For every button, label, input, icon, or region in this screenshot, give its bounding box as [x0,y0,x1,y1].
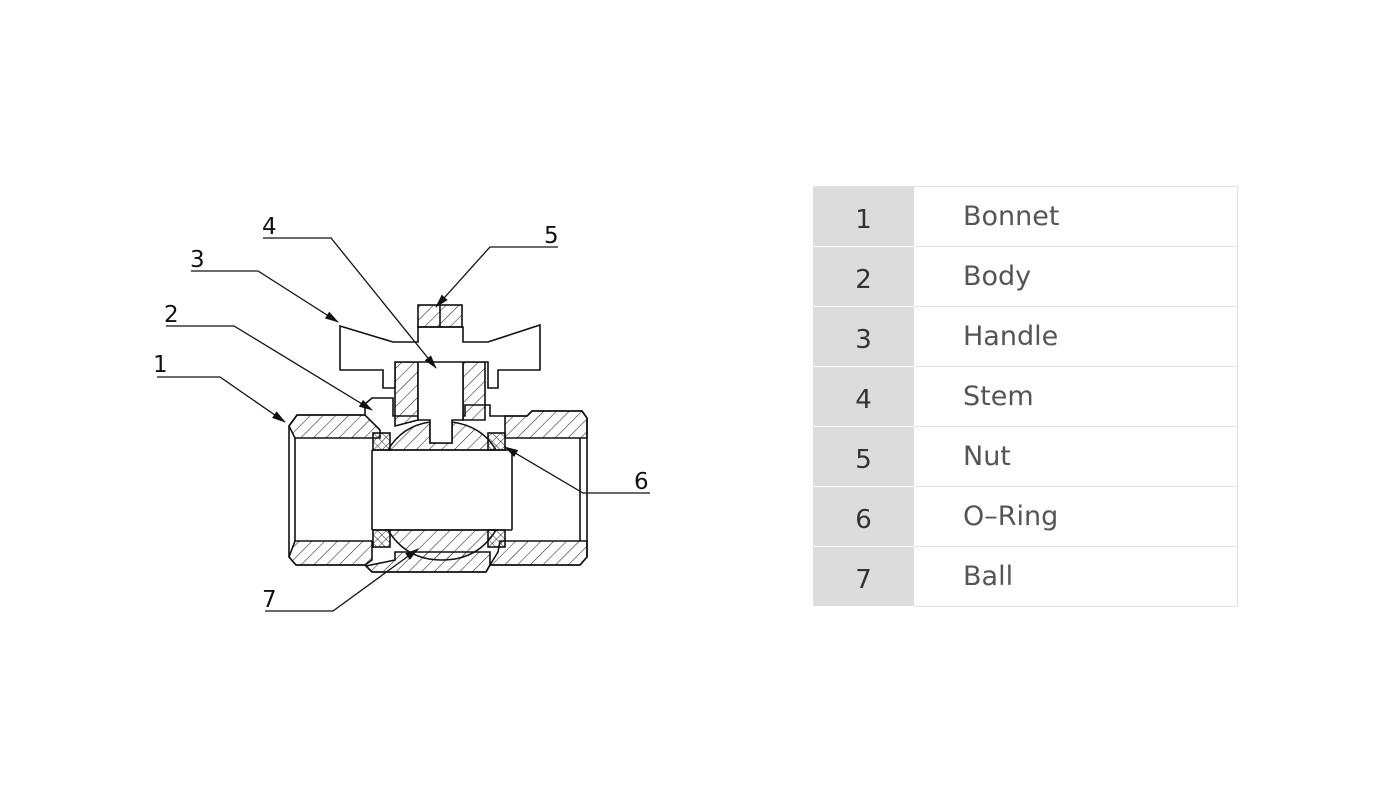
part-name: O–Ring [914,486,1238,547]
table-row: 1 Bonnet [813,186,1238,247]
leader-line-4 [263,237,437,369]
leader-line-1 [157,376,286,423]
table-row: 4 Stem [813,366,1238,427]
callout-label-2: 2 [164,302,179,328]
bonnet-neck [394,361,419,428]
part-name: Ball [914,546,1238,607]
callout-label-6: 6 [634,469,649,495]
parts-table: 1 Bonnet 2 Body 3 Handle 4 Stem 5 Nut 6 … [813,186,1238,607]
seat-lower-left [372,529,391,548]
part-number: 5 [813,426,914,487]
body-right-upper-wall [504,410,588,439]
part-name: Stem [914,366,1238,427]
table-row: 6 O–Ring [813,486,1238,547]
part-number: 7 [813,546,914,607]
callout-label-4: 4 [262,214,277,240]
part-name: Nut [914,426,1238,487]
leader-line-2 [166,325,373,411]
table-row: 3 Handle [813,306,1238,367]
table-row: 5 Nut [813,426,1238,487]
valve-section-drawing: 1 2 3 4 5 6 7 [153,214,650,613]
body-left-lower-wall [288,540,373,566]
seat-upper-left [372,432,391,451]
leader-line-7 [265,548,419,612]
table-row: 7 Ball [813,546,1238,607]
callout-label-7: 7 [262,587,277,613]
part-number: 6 [813,486,914,547]
part-number: 3 [813,306,914,367]
bonnet-neck-right [462,361,486,421]
seat-lower-right [487,529,506,548]
part-name: Bonnet [914,186,1238,247]
part-name: Handle [914,306,1238,367]
seat-upper-right [487,432,506,451]
leader-line-6 [504,446,650,494]
body-right-lower-wall [488,540,588,566]
callout-label-3: 3 [190,247,205,273]
body-left-upper-wall [288,414,381,439]
callout-label-5: 5 [544,223,559,249]
part-number: 1 [813,186,914,247]
leader-line-5 [435,246,558,308]
table-row: 2 Body [813,246,1238,307]
part-number: 2 [813,246,914,307]
part-name: Body [914,246,1238,307]
part-number: 4 [813,366,914,427]
callout-label-1: 1 [153,352,168,378]
leader-line-3 [191,270,339,323]
